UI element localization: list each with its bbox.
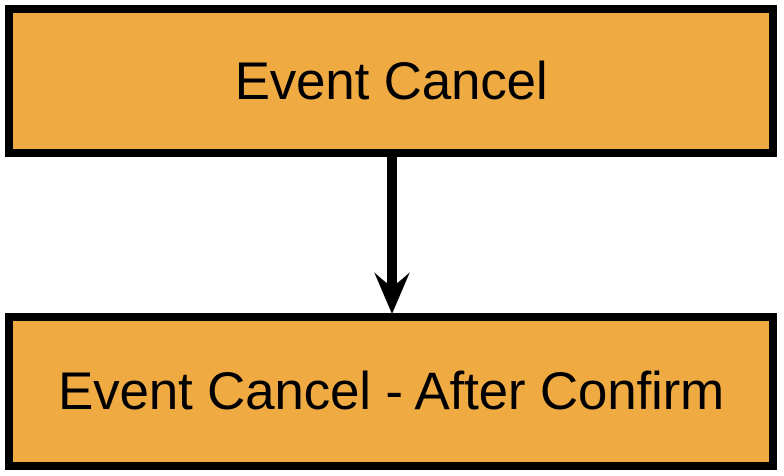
edge-event-cancel-to-after-confirm[interactable]	[374, 155, 410, 314]
node-event-cancel-label: Event Cancel	[234, 51, 548, 111]
arrowhead-down-icon	[374, 272, 410, 314]
node-event-cancel-after-confirm[interactable]: Event Cancel - After Confirm	[5, 313, 777, 470]
node-event-cancel-after-confirm-label: Event Cancel - After Confirm	[58, 362, 724, 421]
node-event-cancel[interactable]: Event Cancel	[5, 5, 777, 157]
